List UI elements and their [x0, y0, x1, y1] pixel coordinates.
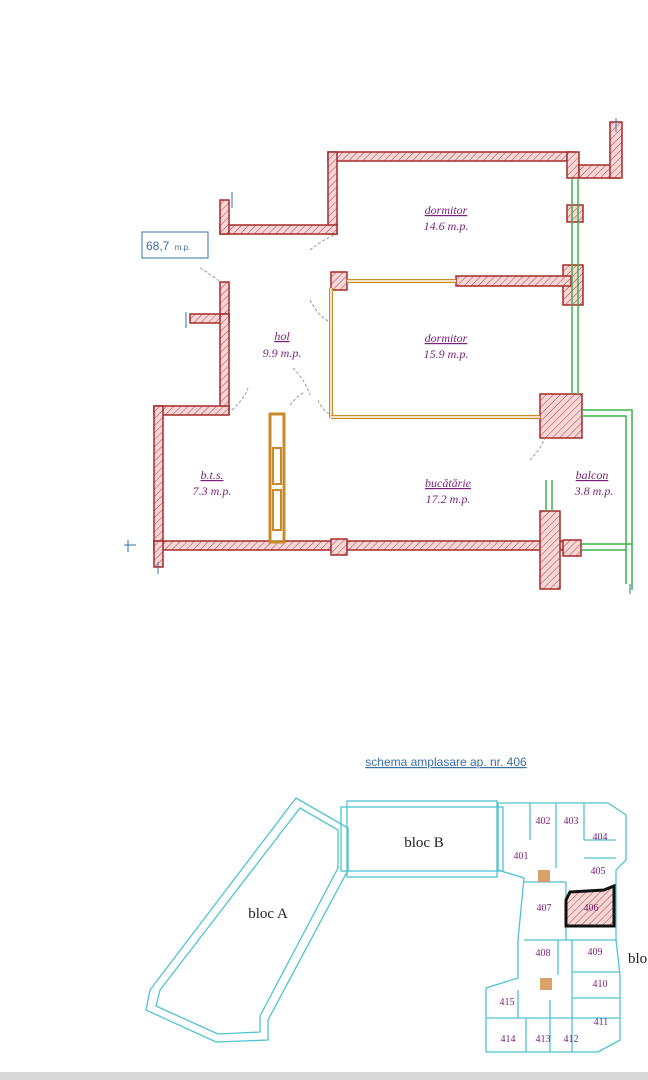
- apt-404: 404: [593, 832, 608, 843]
- apt-410: 410: [593, 979, 608, 990]
- apt-412: 412: [564, 1034, 579, 1045]
- room-area-bucatarie: 17.2 m.p.: [426, 492, 471, 506]
- apt-408: 408: [536, 948, 551, 959]
- apt-402: 402: [536, 816, 551, 827]
- room-name-hol: hol: [274, 329, 290, 343]
- block-label-c: blo: [628, 951, 647, 967]
- apt-403: 403: [564, 816, 579, 827]
- apt-407: 407: [537, 903, 552, 914]
- room-labels: dormitor 14.6 m.p. dormitor 15.9 m.p. ho…: [193, 203, 614, 506]
- room-name-dormitor-1: dormitor: [425, 203, 468, 217]
- room-area-dormitor-1: 14.6 m.p.: [424, 219, 469, 233]
- exterior-walls: [153, 121, 623, 590]
- apartment-numbers: 401 402 403 404 405 406 407 408 409 410 …: [500, 816, 609, 1045]
- room-area-balcon: 3.8 m.p.: [574, 484, 614, 498]
- room-name-balcon: balcon: [576, 468, 609, 482]
- total-area-unit: m.p.: [175, 243, 191, 252]
- room-area-hol: 9.9 m.p.: [263, 346, 302, 360]
- apt-406: 406: [584, 903, 599, 914]
- door-swings: [199, 234, 546, 461]
- apt-405: 405: [591, 866, 606, 877]
- schema-stairs: [538, 870, 552, 990]
- schema-title: schema amplasare ap. nr. 406: [365, 755, 527, 769]
- highlighted-apartment-406: [564, 883, 616, 928]
- bottom-bar: [0, 1072, 648, 1080]
- room-name-bucatarie: bucătărie: [425, 476, 472, 490]
- schema-outlines: [145, 797, 627, 1053]
- apt-401: 401: [514, 851, 529, 862]
- total-area-tag: 68,7 m.p.: [141, 231, 209, 259]
- total-area-value: 68,7: [146, 239, 170, 253]
- apt-409: 409: [588, 947, 603, 958]
- windows: [545, 178, 633, 590]
- interior-walls: [268, 271, 572, 556]
- block-label-b: bloc B: [404, 835, 444, 851]
- room-area-bts: 7.3 m.p.: [193, 484, 232, 498]
- apt-415: 415: [500, 997, 515, 1008]
- room-name-dormitor-2: dormitor: [425, 331, 468, 345]
- dimension-ticks: [124, 118, 631, 594]
- room-area-dormitor-2: 15.9 m.p.: [424, 347, 469, 361]
- apt-413: 413: [536, 1034, 551, 1045]
- apt-414: 414: [501, 1034, 516, 1045]
- apt-411: 411: [594, 1017, 609, 1028]
- svg-text:68,7 m.p.: 68,7 m.p.: [146, 239, 190, 253]
- block-label-a: bloc A: [248, 906, 288, 922]
- room-name-bts: b.t.s.: [200, 468, 223, 482]
